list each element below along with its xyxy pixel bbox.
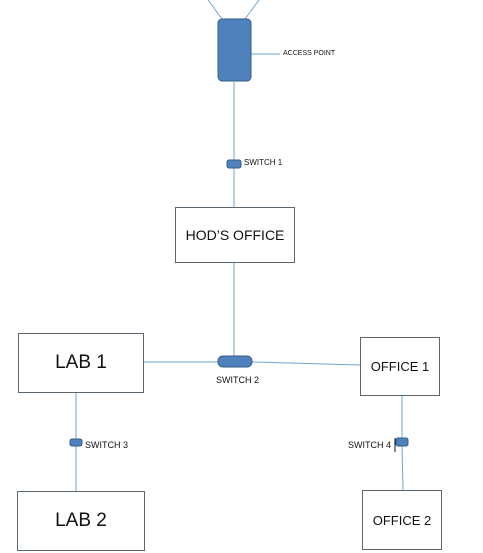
office1-box: OFFICE 1 [360, 337, 440, 396]
switch3-label: SWITCH 3 [85, 440, 129, 450]
lab1-box: LAB 1 [18, 333, 144, 393]
switch1-device [226, 159, 242, 169]
access-point-device [217, 18, 252, 82]
lab1-label: LAB 1 [55, 352, 107, 373]
switch3-device [69, 438, 83, 447]
switch2-label: SWITCH 2 [216, 375, 260, 385]
link-switch2-office1 [251, 361, 361, 366]
link-switch4-office2 [401, 445, 404, 491]
office2-label: OFFICE 2 [372, 512, 432, 528]
switch1-label: SWITCH 1 [244, 158, 283, 167]
antenna-left [207, 0, 223, 20]
switch2-device [217, 355, 253, 368]
hods-office-label: HOD’S OFFICE [185, 227, 285, 243]
access-point-label: ACCESS POINT [283, 50, 336, 57]
switch4-device [395, 437, 409, 447]
lab2-box: LAB 2 [17, 491, 145, 551]
switch4-label: SWITCH 4 [348, 440, 392, 450]
office1-label: OFFICE 1 [370, 359, 430, 374]
lab2-label: LAB 2 [55, 510, 107, 531]
antenna-right [244, 0, 260, 20]
office2-box: OFFICE 2 [362, 490, 442, 550]
hods-office-box: HOD’S OFFICE [175, 207, 295, 263]
